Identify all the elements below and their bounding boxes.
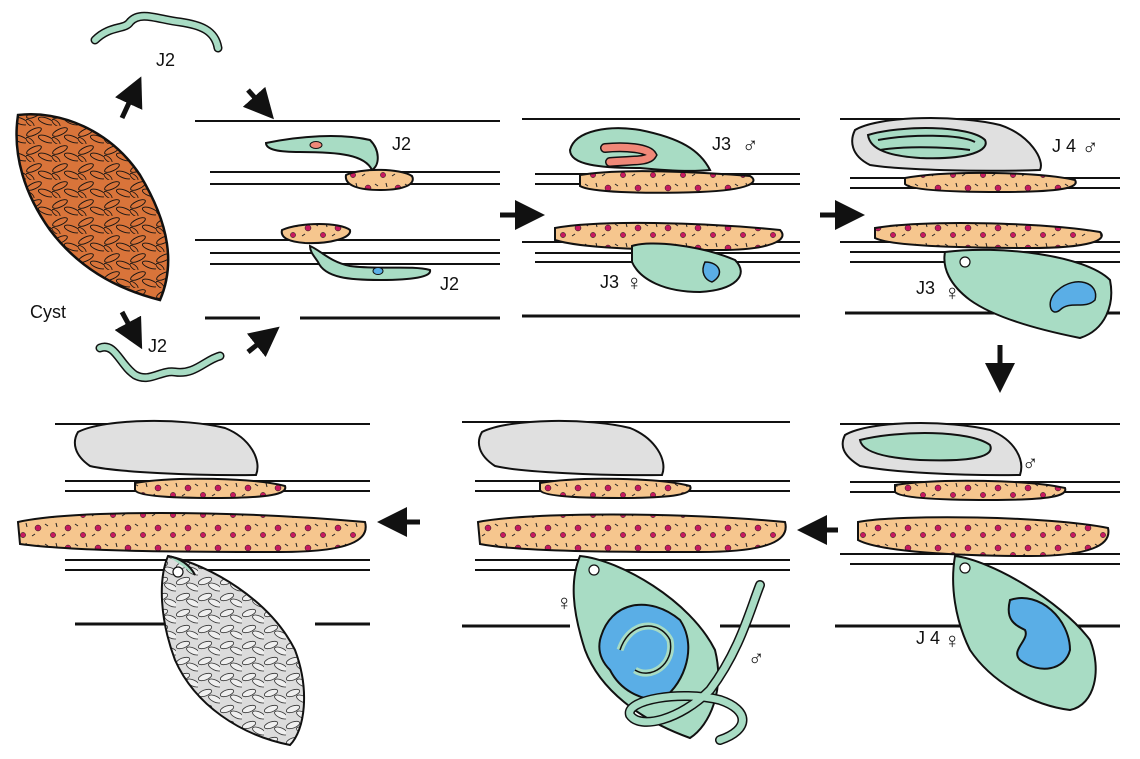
j3-female-b-label: J3 xyxy=(916,278,935,298)
panel-j3: J3 ♂ J3 ♀ xyxy=(522,119,800,316)
female-symbol: ♀ xyxy=(626,270,643,295)
j4-female-label: J 4 xyxy=(916,628,940,648)
male-symbol-4: ♂ xyxy=(748,645,765,670)
female-symbol-3: ♀ xyxy=(944,628,961,653)
j2-juvenile-bottom: J2 xyxy=(100,336,220,378)
male-symbol-3: ♂ xyxy=(1022,450,1039,475)
panel-j4-male: J 4 ♂ J3 ♀ xyxy=(840,118,1120,338)
female-symbol-2: ♀ xyxy=(944,280,961,305)
panel-adult-mating: ♀ ♂ xyxy=(462,421,790,740)
panel-j4-female: ♂ J 4 ♀ xyxy=(835,423,1120,710)
cuticle-e xyxy=(479,421,664,475)
j2-bottom-label: J2 xyxy=(148,336,167,356)
syncytium-e-upper xyxy=(540,479,691,498)
syncytium-f-upper xyxy=(135,479,285,498)
syncytium-j3-upper xyxy=(580,171,753,193)
j2-juvenile-top: J2 xyxy=(95,16,218,70)
j3-female-label: J3 xyxy=(600,272,619,292)
j2-top-label: J2 xyxy=(156,50,175,70)
j4-female-body xyxy=(953,556,1096,710)
syncytium-e-lower xyxy=(478,515,786,553)
female-symbol-4: ♀ xyxy=(556,590,573,615)
male-symbol: ♂ xyxy=(742,132,759,157)
j2-panel-a-label: J2 xyxy=(392,134,411,154)
cyst-body xyxy=(17,114,169,300)
panel-j2-invasion: J2 J2 xyxy=(195,121,500,318)
cyst-label: Cyst xyxy=(30,302,66,322)
j2-panel-b-label: J2 xyxy=(440,274,459,294)
syncytium-d-upper xyxy=(895,481,1065,500)
syncytium-f-lower xyxy=(18,513,366,552)
cyst-with-eggs xyxy=(162,556,304,745)
cyst: Cyst xyxy=(17,114,169,322)
panel-cyst-formation xyxy=(18,421,370,745)
syncytium-small-upper xyxy=(346,170,413,190)
syncytium-d-lower xyxy=(858,517,1108,556)
syncytium-j4-upper xyxy=(905,173,1076,192)
j2-in-root-upper xyxy=(266,136,378,170)
cuticle-f xyxy=(75,421,258,475)
j3-male-label: J3 xyxy=(712,134,731,154)
syncytium-j4-lower xyxy=(875,223,1102,248)
male-symbol-2: ♂ xyxy=(1082,134,1099,159)
j4-male-label: J 4 xyxy=(1052,136,1076,156)
